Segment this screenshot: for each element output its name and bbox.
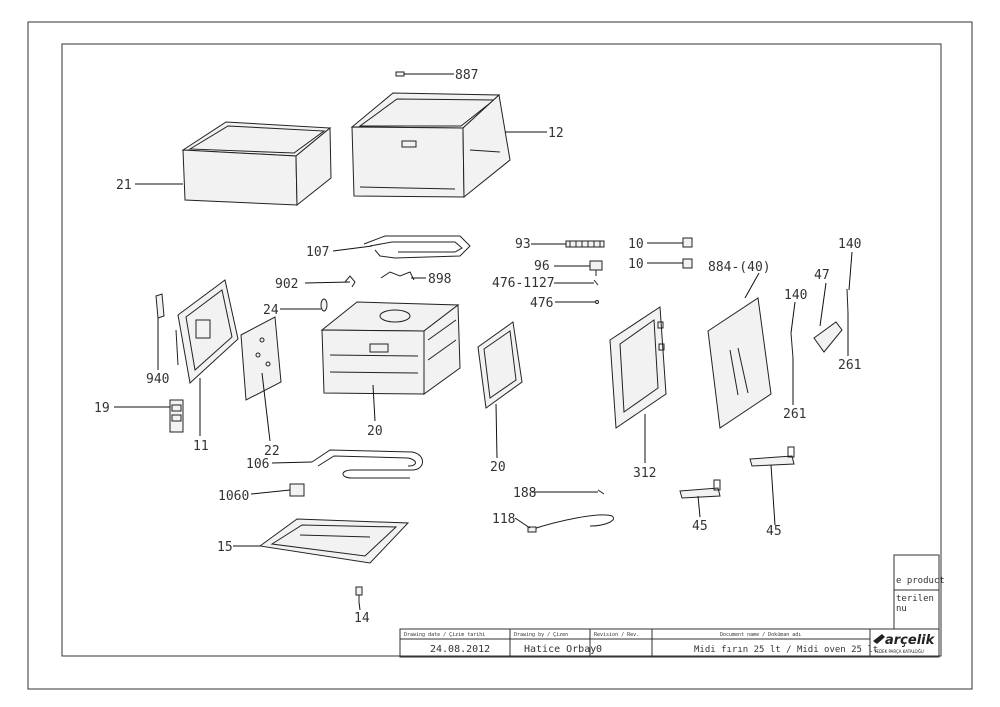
part-10-switch-b: [682, 258, 693, 269]
callout-20-seal: 20: [490, 460, 506, 475]
callout-476-1127: 476-1127: [492, 276, 555, 291]
callout-261-a: 261: [838, 358, 861, 373]
part-476: [595, 300, 599, 304]
tb-revision: 0: [596, 644, 602, 655]
callout-93: 93: [515, 237, 531, 252]
part-22-side-panel: [240, 316, 282, 401]
part-45-hinge-b: [749, 446, 795, 467]
part-96-thermostat: [589, 260, 603, 276]
part-106-lower-heater: [311, 449, 423, 479]
part-24-lamp: [320, 298, 328, 312]
outer-frame: [27, 21, 973, 690]
tb-header-rev: Revision / Rev.: [594, 632, 639, 638]
part-21-outer-casing: [181, 121, 332, 207]
tb-header-name: Document name / Doküman adı: [720, 632, 801, 638]
callout-45-b: 45: [766, 524, 782, 539]
callout-21: 21: [116, 178, 132, 193]
part-140-hinge-pin-b: [846, 288, 849, 314]
callout-898: 898: [428, 272, 451, 287]
callout-10-a: 10: [628, 237, 644, 252]
part-15-bottom-panel: [258, 518, 410, 564]
part-1060-bracket: [289, 483, 305, 497]
part-898: [380, 271, 415, 281]
callout-1060: 1060: [218, 489, 249, 504]
arcelik-logo: arçelik YEDEK PARÇA KATALOĞU: [873, 633, 936, 654]
title-block: [399, 554, 940, 658]
part-902: [344, 275, 356, 288]
part-312-door-frame: [609, 306, 667, 429]
part-45-hinge-a: [679, 479, 721, 499]
callout-107: 107: [306, 245, 329, 260]
callout-188: 188: [513, 486, 536, 501]
callout-887: 887: [455, 68, 478, 83]
tb-side-line3: nu: [896, 604, 907, 614]
part-10-switch-a: [682, 237, 693, 248]
callout-20-cavity: 20: [367, 424, 383, 439]
tb-side-line2: terilen: [896, 594, 934, 604]
part-14-foot: [355, 586, 363, 602]
leader-lines: [114, 73, 853, 611]
callout-47: 47: [814, 268, 830, 283]
inner-frame: [61, 43, 942, 657]
part-20-oven-cavity: [320, 301, 461, 395]
tb-header-date: Drawing date / Çizim tarihi: [404, 632, 485, 638]
svg-text:YEDEK PARÇA KATALOĞU: YEDEK PARÇA KATALOĞU: [873, 649, 924, 654]
callout-14: 14: [354, 611, 370, 626]
part-20-door-seal: [477, 321, 523, 409]
callout-140-a: 140: [838, 237, 861, 252]
callout-106: 106: [246, 457, 269, 472]
part-47-door-handle: [813, 321, 843, 353]
callout-19: 19: [94, 401, 110, 416]
tb-side-line1: e product: [896, 576, 945, 586]
callout-96: 96: [534, 259, 550, 274]
callout-12: 12: [548, 126, 564, 141]
tb-header-drawer: Drawing by / Çizen: [514, 632, 568, 638]
callout-884: 884-(40): [708, 260, 771, 275]
part-118-wire: [527, 514, 614, 533]
callout-261-b: 261: [783, 407, 806, 422]
callout-118: 118: [492, 512, 515, 527]
svg-text:arçelik: arçelik: [885, 633, 936, 648]
part-887-screw: [395, 71, 405, 77]
callout-45-a: 45: [692, 519, 708, 534]
callout-312: 312: [633, 466, 656, 481]
callout-24: 24: [263, 303, 279, 318]
part-940-bracket: [155, 293, 165, 319]
tb-date: 24.08.2012: [430, 644, 490, 655]
callout-476: 476: [530, 296, 553, 311]
callout-22: 22: [264, 444, 280, 459]
callout-940: 940: [146, 372, 169, 387]
part-11-rear-panel: [175, 279, 239, 384]
callout-902: 902: [275, 277, 298, 292]
part-12-top-cover: [350, 92, 511, 199]
part-140-hinge-pin-a: [790, 332, 794, 359]
part-93-element: [565, 240, 605, 248]
tb-product-name: Midi fırın 25 lt / Midi oven 25 lt: [694, 645, 878, 655]
callout-140-b: 140: [784, 288, 807, 303]
tb-drawer: Hatice Orbay: [524, 644, 596, 655]
callout-15: 15: [217, 540, 233, 555]
part-476-1127: [593, 279, 599, 286]
callout-10-b: 10: [628, 257, 644, 272]
callout-11: 11: [193, 439, 209, 454]
part-19-control-box: [169, 399, 184, 433]
part-884-door-glass: [707, 297, 772, 429]
part-107-heating-wire: [363, 235, 471, 259]
part-188-screw: [597, 489, 605, 495]
